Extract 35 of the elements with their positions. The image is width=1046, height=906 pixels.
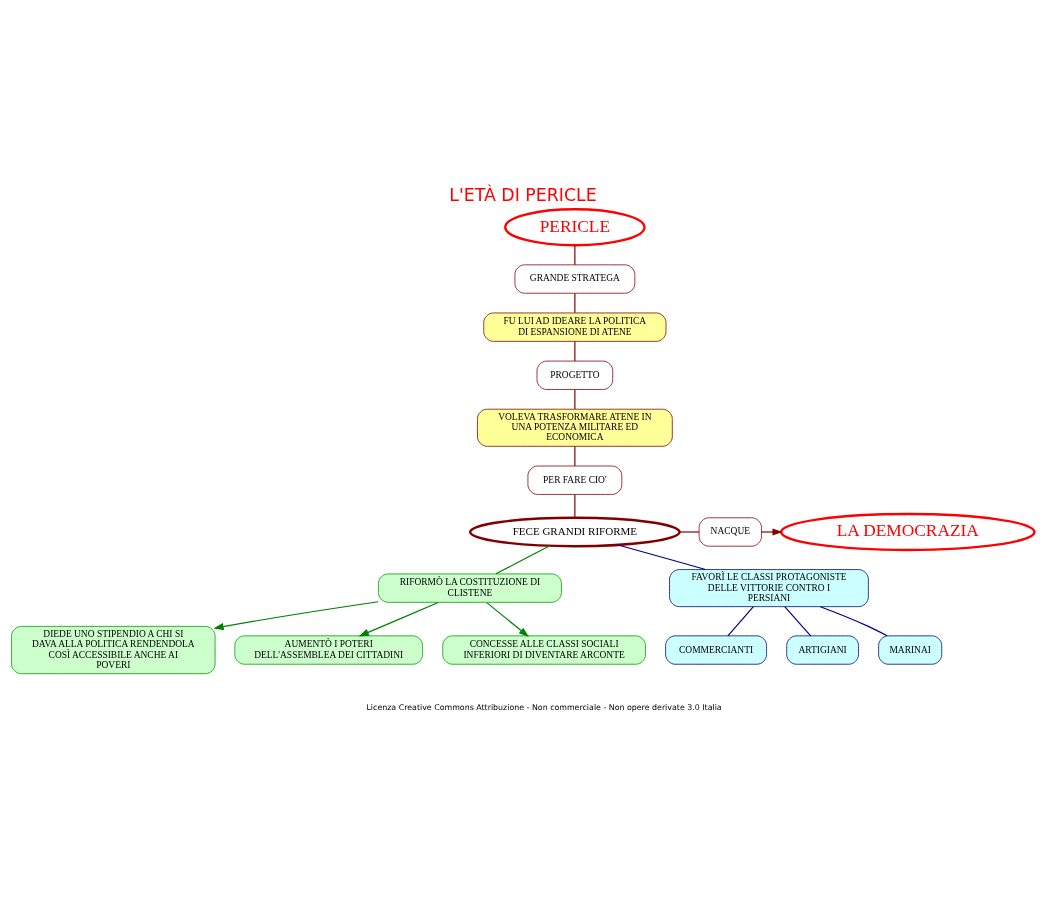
node-ellipse: FECE GRANDI RIFORME — [469, 516, 681, 548]
node-ellipse: PERICLE — [504, 208, 646, 247]
connector — [574, 292, 576, 314]
arrow — [358, 601, 439, 637]
node-box: AUMENTÒ I POTERI DELL'ASSEMBLEA DEI CITTADINI — [234, 635, 423, 665]
connector — [574, 493, 576, 519]
node-box: COMMERCIANTI — [665, 635, 767, 665]
arrow — [213, 601, 379, 631]
node-box: DIEDE UNO STIPENDIO A CHI SI DAVA ALLA POLITICA RENDENDOLA COSÌ ACCESSIBILE ANCHE AI POVERI — [11, 626, 216, 675]
node-box: PER FARE CIO' — [527, 465, 623, 495]
connector — [574, 244, 576, 266]
node-box: VOLEVA TRASFORMARE ATENE IN UNA POTENZA MILITARE ED ECONOMICA — [477, 408, 673, 447]
node-box: FU LUI AD IDEARE LA POLITICA DI ESPANSIONE DI ATENE — [483, 312, 667, 342]
connector — [574, 340, 576, 362]
connector — [617, 544, 707, 571]
diagram-title: L'ETÀ DI PERICLE — [449, 185, 597, 206]
connector — [495, 545, 551, 575]
connector — [574, 445, 576, 467]
node-box: RIFORMÒ LA COSTITUZIONE DI CLISTENE — [378, 573, 562, 603]
node-box: ARTIGIANI — [786, 635, 859, 665]
node-box: GRANDE STRATEGA — [514, 264, 636, 294]
connector — [819, 606, 888, 637]
label: Licenza Creative Commons Attribuzione - Non commerciale - Non opere derivate 3.0 Italia — [366, 702, 722, 712]
node-box: MARINAI — [878, 635, 943, 665]
arrow — [486, 602, 529, 637]
connector — [784, 606, 812, 637]
arrow — [760, 528, 783, 536]
node-box: FAVORÌ LE CLASSI PROTAGONISTE DELLE VITTORIE CONTRO I PERSIANI — [669, 569, 869, 608]
connector — [679, 531, 700, 533]
node-box: NACQUE — [698, 517, 762, 547]
connector — [574, 389, 576, 410]
node-ellipse: LA DEMOCRAZIA — [779, 512, 1036, 552]
node-box: PROGETTO — [536, 360, 614, 390]
node-box: CONCESSE ALLE CLASSI SOCIALI INFERIORI DI DIVENTARE ARCONTE — [442, 635, 646, 665]
connector — [727, 606, 754, 637]
